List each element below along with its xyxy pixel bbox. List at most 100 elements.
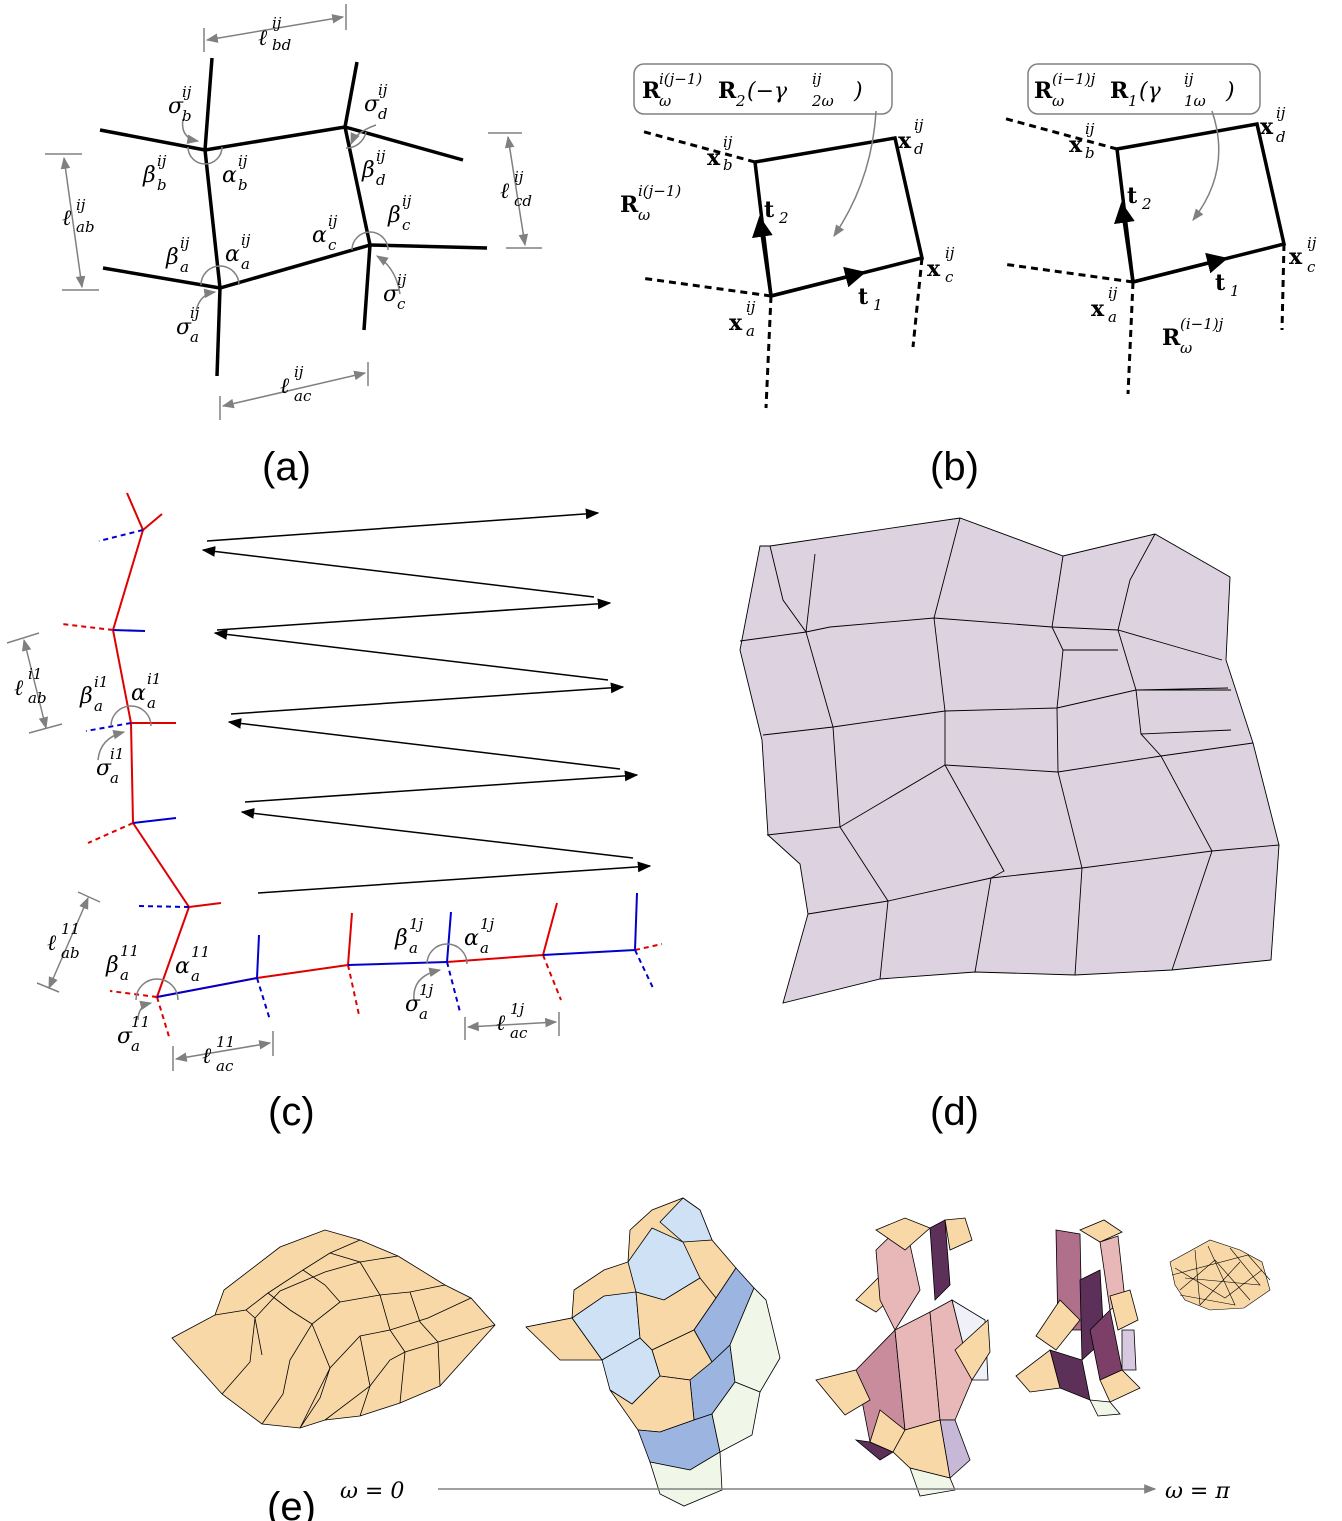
svg-text:ij: ij <box>378 81 388 99</box>
svg-text:ab: ab <box>28 689 47 707</box>
svg-text:2: 2 <box>735 92 746 110</box>
svg-text:t: t <box>1215 270 1226 296</box>
svg-text:bd: bd <box>272 36 291 54</box>
panel-d: (d) <box>739 517 1280 1134</box>
label-sigma-b: σ <box>168 94 184 119</box>
chain-blue <box>112 629 638 998</box>
svg-text:c: c <box>397 295 406 313</box>
svg-text:ℓ: ℓ <box>202 1044 212 1069</box>
label-sigma-a: σ <box>176 315 192 340</box>
svg-text:ij: ij <box>945 244 955 262</box>
svg-text:ij: ij <box>1085 120 1095 138</box>
label-beta-c: β <box>387 203 401 228</box>
svg-text:ac: ac <box>216 1057 234 1075</box>
svg-text:R: R <box>1162 325 1181 351</box>
svg-text:R: R <box>620 192 639 218</box>
svg-text:11: 11 <box>61 920 80 938</box>
svg-text:i1: i1 <box>28 665 42 683</box>
label-alpha-b: α <box>222 163 237 188</box>
svg-text:ij: ij <box>812 70 822 88</box>
label-beta-b: β <box>142 163 156 188</box>
svg-text:a: a <box>131 1037 140 1055</box>
panel-b-left: R i(j−1) ω R 2 (−γ ij 2ω ) x ij b <box>620 63 955 409</box>
panel-c: ℓ i1 ab β i1 a α i1 a σ i1 a ℓ 11 ab β 1… <box>6 492 663 1134</box>
svg-text:β: β <box>394 926 408 951</box>
svg-text:a: a <box>180 258 189 276</box>
svg-text:R: R <box>1034 78 1053 104</box>
svg-text:i(j−1): i(j−1) <box>638 182 681 200</box>
svg-text:ij: ij <box>376 147 386 165</box>
label-alpha-c: α <box>312 223 327 248</box>
svg-text:2ω: 2ω <box>811 92 834 110</box>
svg-text:ω: ω <box>659 92 671 110</box>
svg-text:α: α <box>175 954 190 979</box>
svg-text:1ω: 1ω <box>1184 92 1206 110</box>
svg-text:1: 1 <box>873 296 883 314</box>
svg-text:x: x <box>1260 114 1274 140</box>
svg-text:i(j−1): i(j−1) <box>659 70 702 88</box>
svg-text:ac: ac <box>510 1024 528 1042</box>
svg-text:ij: ij <box>272 14 282 32</box>
svg-text:ij: ij <box>1307 234 1317 252</box>
svg-text:R: R <box>642 78 661 104</box>
panel-d-mesh <box>739 517 1280 1004</box>
svg-text:x: x <box>1069 132 1083 158</box>
panel-a: ℓ ij bd ℓ ij ab ℓ ij cd ℓ ij ac σ ij b σ… <box>45 4 542 489</box>
svg-text:x: x <box>927 256 941 282</box>
svg-text:ac: ac <box>294 387 312 405</box>
svg-text:1j: 1j <box>480 915 495 933</box>
panel-c-label: (c) <box>268 1090 315 1134</box>
svg-text:1j: 1j <box>510 1000 525 1018</box>
svg-text:ij: ij <box>397 271 407 289</box>
svg-text:ij: ij <box>238 152 248 170</box>
svg-text:a: a <box>746 322 755 340</box>
svg-text:ℓ: ℓ <box>496 1011 506 1036</box>
panel-b-label: (b) <box>930 445 979 489</box>
svg-text:a: a <box>419 1005 428 1023</box>
folded-sheet-1 <box>171 1229 496 1429</box>
svg-text:c: c <box>1307 258 1316 276</box>
svg-text:t: t <box>764 197 775 223</box>
svg-text:ij: ij <box>514 168 524 186</box>
svg-text:a: a <box>480 939 489 957</box>
svg-text:c: c <box>402 216 411 234</box>
svg-text:2: 2 <box>1141 195 1152 213</box>
label-sigma-d: σ <box>364 92 380 117</box>
panel-a-label: (a) <box>262 445 311 489</box>
svg-text:a: a <box>147 694 156 712</box>
svg-text:(i−1)j: (i−1)j <box>1052 70 1096 88</box>
svg-text:t: t <box>1127 183 1138 209</box>
svg-text:ij: ij <box>328 212 338 230</box>
omega-start: ω = 0 <box>340 1479 404 1504</box>
panel-a-dimensions <box>45 4 542 420</box>
svg-text:β: β <box>105 953 119 978</box>
svg-text:(i−1)j: (i−1)j <box>1180 315 1224 333</box>
svg-text:ij: ij <box>180 234 190 252</box>
svg-text:ij: ij <box>914 116 924 134</box>
svg-text:d: d <box>914 140 924 158</box>
panel-a-labels: ℓ ij bd ℓ ij ab ℓ ij cd ℓ ij ac σ ij b σ… <box>62 14 532 405</box>
svg-text:b: b <box>1085 144 1095 162</box>
svg-text:i1: i1 <box>147 670 161 688</box>
svg-text:ω: ω <box>1180 339 1192 357</box>
panel-b: R i(j−1) ω R 2 (−γ ij 2ω ) x ij b <box>620 63 1317 489</box>
svg-text:a: a <box>94 697 103 715</box>
svg-text:ij: ij <box>241 231 251 249</box>
svg-text:(γ: (γ <box>1139 79 1162 104</box>
svg-text:σ: σ <box>96 756 112 781</box>
zigzag-arrows <box>201 508 652 894</box>
panel-e: (e) ω = 0 ω = π <box>171 1197 1271 1521</box>
svg-text:ij: ij <box>157 152 167 170</box>
svg-text:α: α <box>131 681 146 706</box>
svg-text:cd: cd <box>514 192 532 210</box>
svg-text:d: d <box>376 171 386 189</box>
svg-text:2: 2 <box>778 209 789 227</box>
panel-b-right: R (i−1)j ω R 1 (γ ij 1ω ) x ij b <box>1002 63 1317 395</box>
svg-text:b: b <box>157 176 167 194</box>
svg-text:ω: ω <box>1052 92 1064 110</box>
label-l-ab: ℓ <box>62 206 72 231</box>
svg-text:x: x <box>898 128 912 154</box>
label-alpha-a: α <box>225 242 240 267</box>
svg-text:a: a <box>1108 308 1117 326</box>
svg-text:): ) <box>1225 79 1235 104</box>
